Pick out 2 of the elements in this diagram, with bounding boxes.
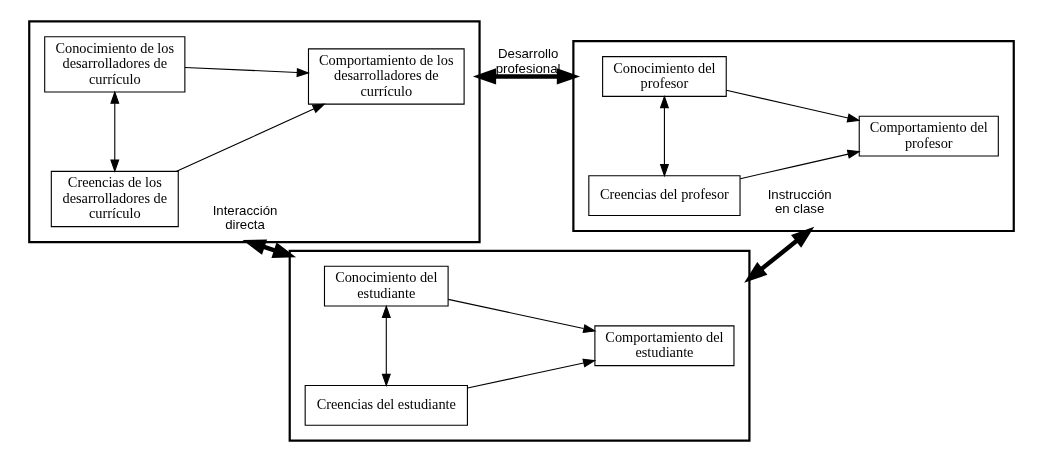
edge-label: Instrucción en clase: [767, 186, 832, 216]
edge-label: Interacción directa: [212, 203, 277, 233]
